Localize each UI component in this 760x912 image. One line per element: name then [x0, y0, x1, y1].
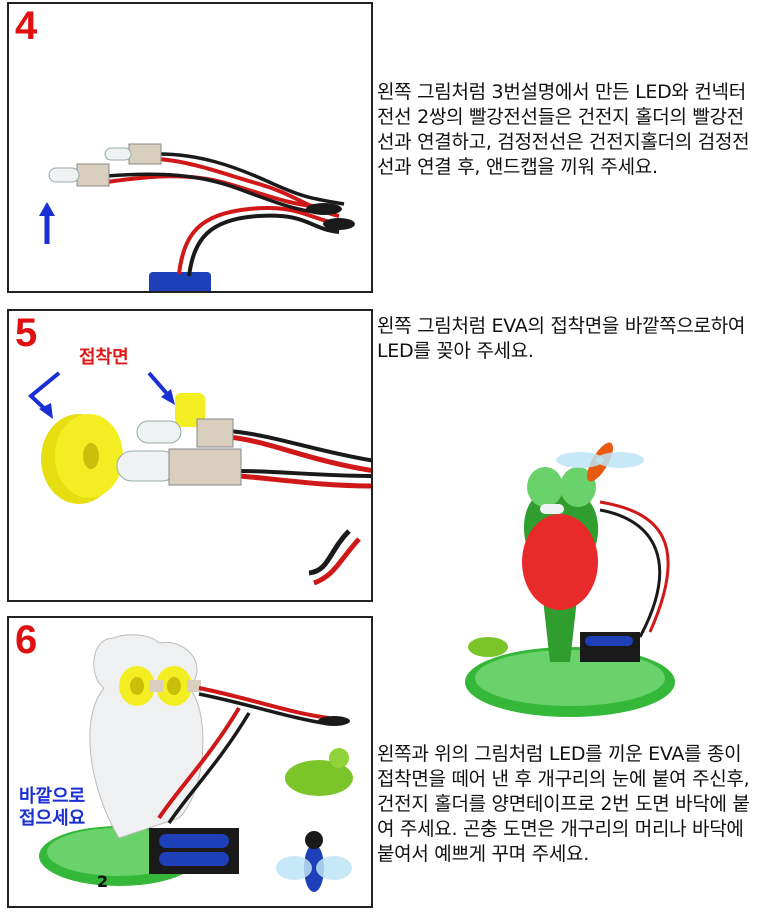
connector-housing	[149, 680, 163, 692]
led-bulb	[136, 420, 182, 444]
up-arrow-icon	[39, 202, 55, 216]
step-4-panel: 4	[7, 2, 373, 293]
step-6-number: 6	[15, 618, 38, 662]
down-arrow-icon	[39, 403, 53, 419]
step-6-illustration	[39, 634, 353, 892]
grasshopper-icon	[468, 637, 508, 657]
wire-black	[599, 508, 662, 638]
step-4-illustration	[39, 143, 355, 291]
end-cap	[306, 203, 342, 215]
connector-housing	[76, 163, 110, 187]
end-cap	[318, 716, 350, 726]
wire-red	[198, 686, 330, 720]
step-5-panel: 5 접착면	[7, 309, 373, 602]
connector-housing	[196, 418, 234, 448]
step-4-number: 4	[15, 4, 38, 48]
step-6-panel: 6 바깥으로 접으세요 2	[7, 616, 373, 908]
fold-outward-callout: 바깥으로 접으세요	[19, 786, 86, 829]
wire-black	[187, 213, 340, 277]
frog-paper	[89, 634, 204, 839]
led-bulb	[540, 504, 564, 514]
wire-red	[228, 434, 371, 473]
frog-mouth	[522, 514, 598, 610]
fly-icon	[304, 844, 324, 892]
base-label: 2	[97, 872, 109, 891]
battery-holder	[149, 272, 211, 291]
step-5-text: 왼쪽 그림처럼 EVA의 접착면을 바깥쪽으로하여 LED를 꽂아 주세요.	[377, 315, 746, 362]
step-4-text: 왼쪽 그림처럼 3번설명에서 만든 LED와 컨넥터 전선 2쌍의 빨강전선들은…	[377, 81, 750, 178]
step-5-illustration	[27, 371, 371, 586]
wire-red	[177, 206, 340, 275]
grasshopper-icon	[285, 760, 353, 796]
step-6-text: 왼쪽과 위의 그림처럼 LED를 끼운 EVA를 종이 접착면을 떼어 낸 후 …	[377, 743, 750, 865]
adhesive-side-callout: 접착면	[79, 347, 129, 368]
step-5-number: 5	[15, 311, 38, 355]
wire-red	[599, 500, 670, 633]
frog-model-illustration	[465, 442, 675, 717]
